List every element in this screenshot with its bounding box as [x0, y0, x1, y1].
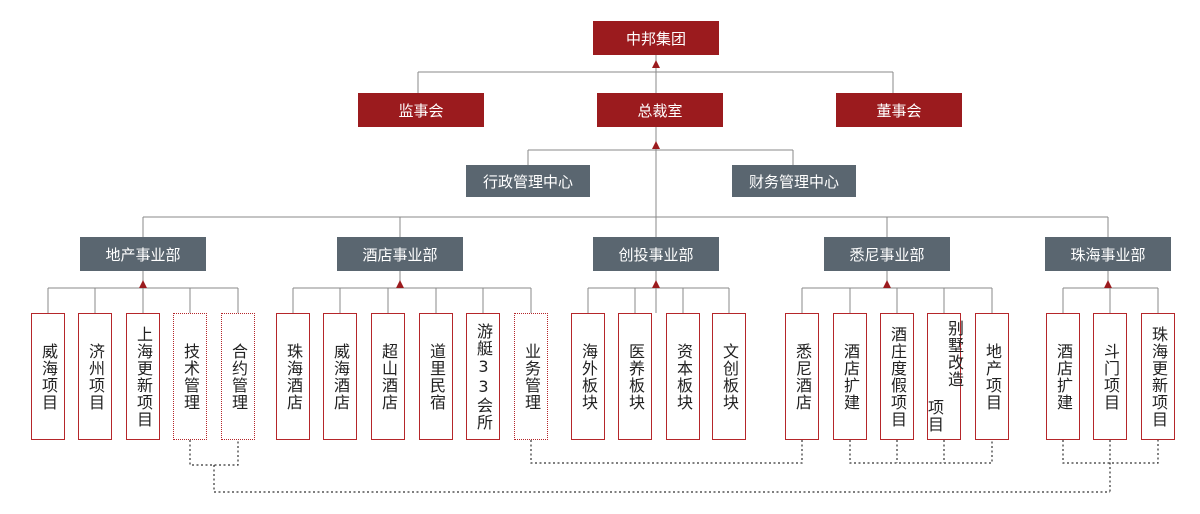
finance-center-node: 财务管理中心 [732, 165, 856, 197]
unit-villa-renovation: 别墅改造 项目 [925, 313, 964, 440]
unit-sydney-hotel-expansion: 酒店扩建 [833, 313, 867, 440]
unit-culture-sector: 文创板块 [712, 313, 746, 440]
division-sydney: 悉尼事业部 [824, 237, 950, 271]
unit-overseas-sector: 海外板块 [571, 313, 605, 440]
unit-sydney-realestate: 地产项目 [975, 313, 1009, 440]
unit-daoli-homestay: 道里民宿 [419, 313, 453, 440]
unit-yacht-club: 游艇33会所 [466, 313, 500, 440]
unit-shanghai-renewal: 上海更新项目 [126, 313, 160, 440]
unit-zhuhai-hotel: 珠海酒店 [276, 313, 310, 440]
root-node: 中邦集团 [593, 21, 719, 55]
supervisory-board-node: 监事会 [358, 93, 484, 127]
unit-sydney-hotel: 悉尼酒店 [785, 313, 819, 440]
board-of-directors-node: 董事会 [836, 93, 962, 127]
unit-weihai-hotel: 威海酒店 [323, 313, 357, 440]
unit-weihai-project: 威海项目 [31, 313, 65, 440]
unit-tech-management: 技术管理 [173, 313, 207, 440]
unit-doumen-project: 斗门项目 [1093, 313, 1127, 440]
unit-jeju-project: 济州项目 [78, 313, 112, 440]
unit-business-management: 业务管理 [514, 313, 548, 440]
admin-center-node: 行政管理中心 [466, 165, 590, 197]
division-zhuhai: 珠海事业部 [1045, 237, 1171, 271]
division-venture: 创投事业部 [593, 237, 719, 271]
unit-healthcare-sector: 医养板块 [618, 313, 652, 440]
unit-capital-sector: 资本板块 [666, 313, 700, 440]
unit-winery-resort: 酒庄度假项目 [880, 313, 914, 440]
unit-zhuhai-hotel-expansion: 酒店扩建 [1046, 313, 1080, 440]
presidents-office-node: 总裁室 [597, 93, 723, 127]
unit-chaoshan-hotel: 超山酒店 [371, 313, 405, 440]
unit-zhuhai-renewal: 珠海更新项目 [1141, 313, 1175, 440]
division-hotel: 酒店事业部 [337, 237, 463, 271]
unit-contract-management: 合约管理 [221, 313, 255, 440]
division-realestate: 地产事业部 [80, 237, 206, 271]
